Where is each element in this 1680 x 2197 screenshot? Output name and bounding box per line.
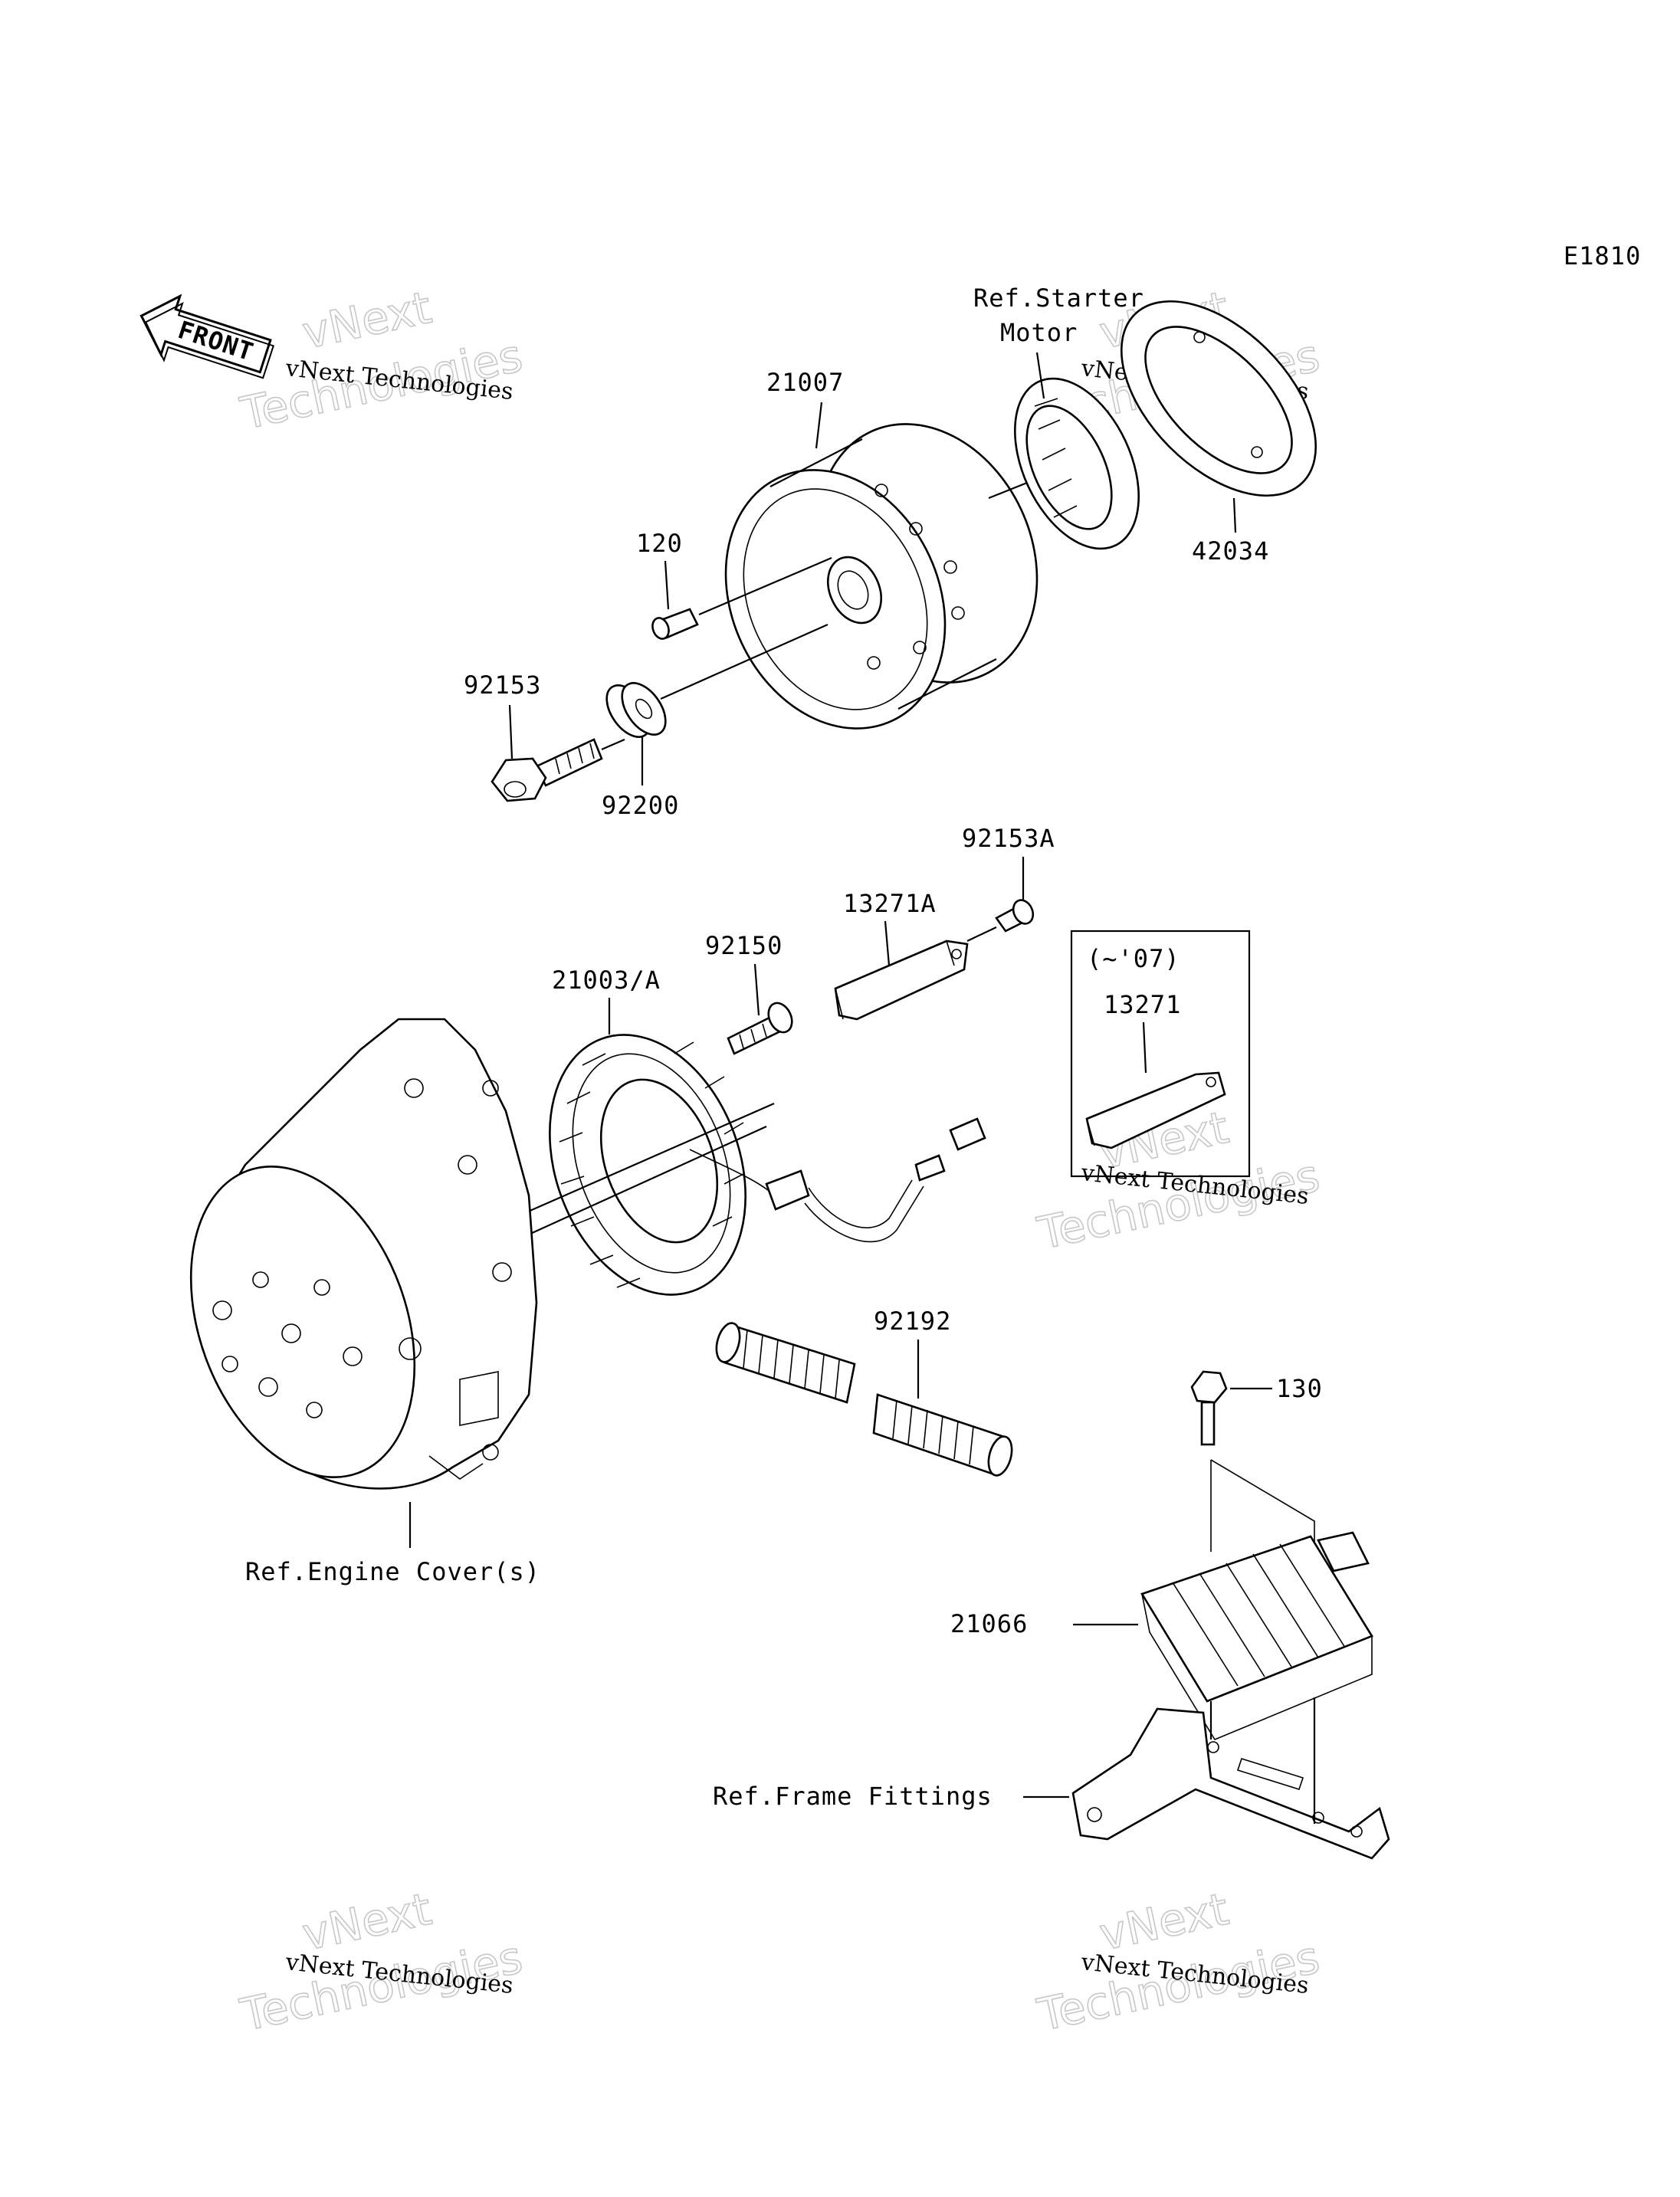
watermark-brand: vNext — [298, 1883, 436, 1961]
part-label-21007: 21007 — [766, 368, 844, 397]
part-92192-sleeve — [715, 1322, 856, 1404]
part-92153-bolt — [491, 738, 603, 802]
part-21003a-stator — [549, 1034, 986, 1296]
part-92153a-bolt — [995, 899, 1035, 933]
part-13271-bracket — [1085, 1071, 1226, 1149]
inset-box — [1070, 930, 1251, 1178]
inset-note: (~'07) — [1087, 944, 1180, 973]
part-130-bolt — [1190, 1370, 1228, 1446]
part-92150-screw — [727, 1002, 793, 1055]
ref-engine-cover-label: Ref.Engine Cover(s) — [245, 1557, 540, 1586]
ref-frame-fittings-label: Ref.Frame Fittings — [713, 1782, 993, 1811]
part-21007-rotor — [724, 418, 1039, 730]
watermark-mid-right: vNext Technologies vNext Technologies — [1032, 1100, 1324, 1261]
part-label-92192: 92192 — [874, 1307, 951, 1336]
front-arrow-icon: FRONT — [139, 293, 274, 379]
part-42034-ring — [1120, 300, 1317, 497]
watermark-bottom-right: vNext Technologies vNext Technologies — [1032, 1882, 1324, 2042]
part-21066-regulator — [1140, 1459, 1373, 1741]
part-label-42034: 42034 — [1192, 536, 1269, 566]
watermark-brand: vNext — [298, 281, 436, 359]
part-label-92200: 92200 — [602, 791, 679, 820]
ref-starter-motor-label: Ref.Starter — [973, 284, 1144, 313]
part-label-92153: 92153 — [464, 671, 541, 700]
part-label-120: 120 — [636, 529, 683, 558]
part-label-92150: 92150 — [705, 931, 783, 960]
part-label-13271a: 13271A — [843, 889, 937, 918]
watermark-top-left: vNext Technologies vNext Technologies — [235, 280, 527, 441]
part-label-21066: 21066 — [950, 1609, 1028, 1638]
part-120-bolt — [651, 608, 699, 640]
part-label-21003a: 21003/A — [552, 966, 661, 995]
part-92200-washer — [605, 682, 667, 738]
ref-starter-motor-label: Motor — [1000, 318, 1078, 347]
part-label-130: 130 — [1276, 1374, 1323, 1403]
starter-clutch-part — [1014, 377, 1140, 550]
diagram-code: E1810 — [1564, 241, 1641, 271]
part-13271a-bracket — [834, 939, 969, 1021]
part-92192-sleeve — [872, 1393, 1013, 1477]
watermark-brand: vNext — [1095, 1883, 1233, 1961]
part-label-13271: 13271 — [1104, 990, 1181, 1019]
part-label-92153a: 92153A — [962, 824, 1055, 853]
frame-fitting-bracket — [1071, 1707, 1390, 1860]
engine-cover-part — [189, 1018, 538, 1490]
watermark-bottom-left: vNext Technologies vNext Technologies — [235, 1882, 527, 2042]
